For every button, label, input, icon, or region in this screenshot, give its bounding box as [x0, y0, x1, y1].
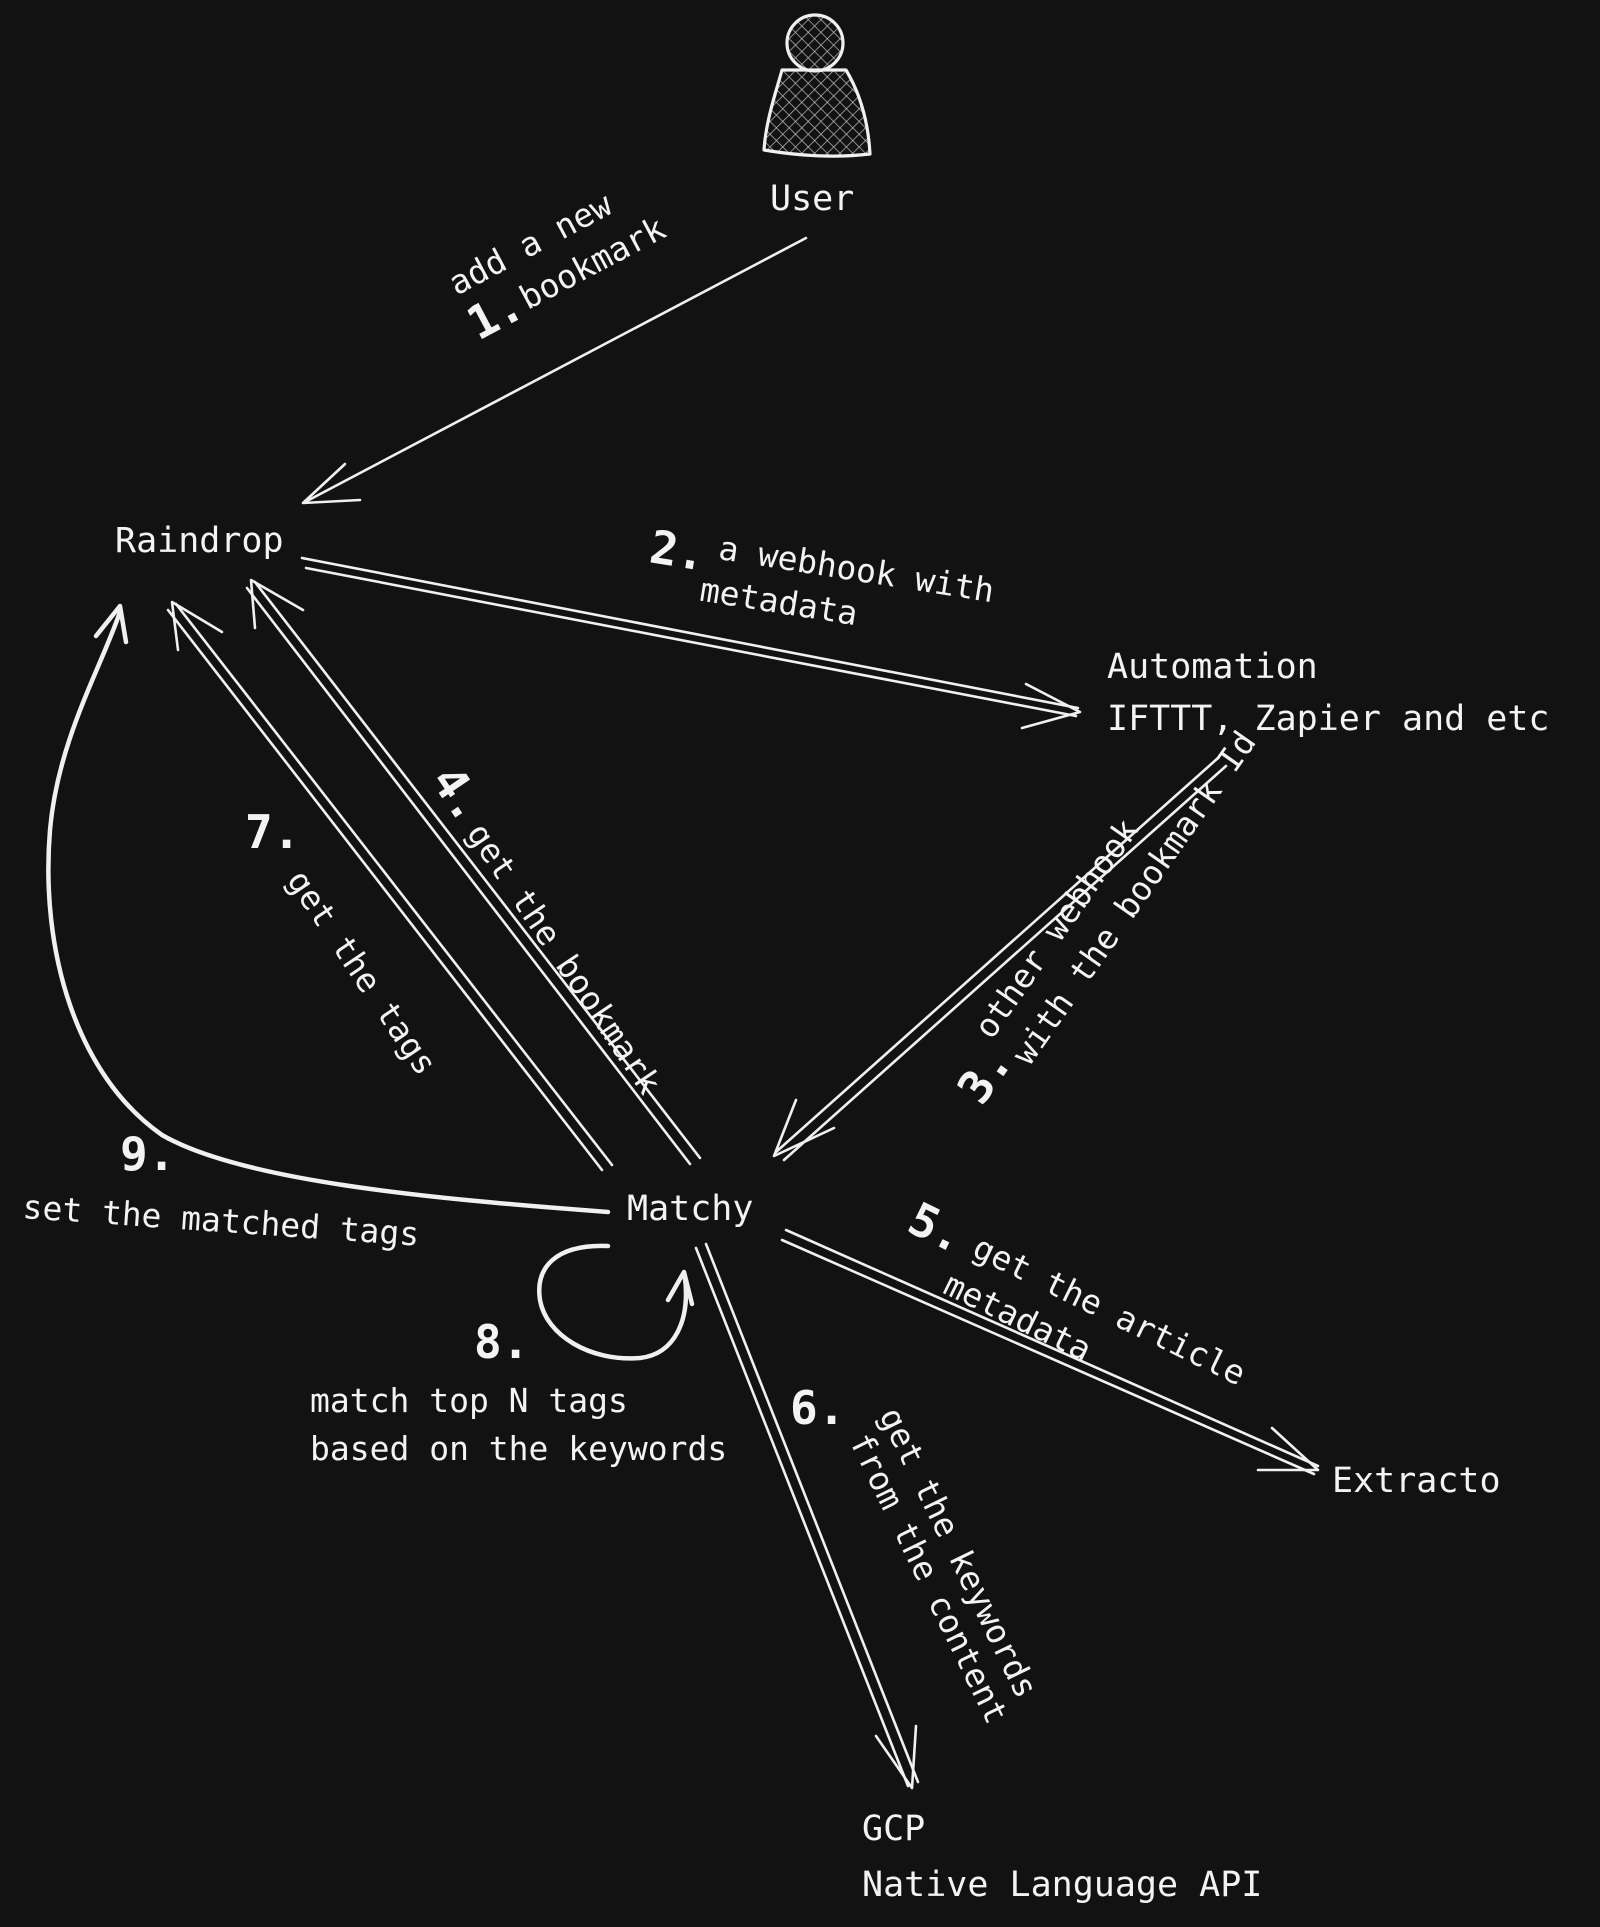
step-8-line-1: match top N tags	[310, 1381, 628, 1420]
step-3-line-2: with the bookmark Id	[1004, 724, 1264, 1072]
step-7-label: 7. get the tags	[245, 805, 445, 1082]
step-9-number: 9.	[120, 1127, 175, 1181]
node-matchy: Matchy	[627, 1189, 753, 1229]
step-4-label: 4. get the bookmark	[421, 756, 669, 1101]
edge-matchy-self-loop	[537, 1243, 695, 1361]
step-6-number: 6.	[790, 1381, 845, 1435]
step-7-line-1: get the tags	[279, 863, 445, 1082]
step-7-number: 7.	[245, 805, 300, 859]
node-gcp-title: GCP	[862, 1809, 925, 1849]
edge-matchy-to-gcp	[694, 1242, 920, 1790]
step-9-label: 9. set the matched tags	[21, 1127, 420, 1254]
user-icon	[762, 13, 872, 158]
node-gcp-subtitle: Native Language API	[862, 1865, 1262, 1905]
step-3-label: 3. other webhook with the bookmark Id	[946, 724, 1264, 1114]
node-automation-subtitle: IFTTT, Zapier and etc	[1107, 699, 1550, 739]
step-5-number: 5.	[900, 1191, 973, 1264]
step-1-label: 1. add a new bookmark	[442, 185, 672, 351]
step-4-line-1: get the bookmark	[459, 816, 669, 1101]
node-user: User	[770, 179, 854, 219]
node-extracto: Extracto	[1332, 1461, 1501, 1501]
edge-user-to-raindrop	[301, 236, 808, 505]
node-raindrop: Raindrop	[115, 521, 284, 561]
step-9-line-1: set the matched tags	[21, 1187, 420, 1254]
edge-matchy-to-raindrop-4	[245, 578, 702, 1166]
edge-raindrop-to-automation	[300, 556, 1082, 730]
step-8-line-2: based on the keywords	[310, 1429, 727, 1468]
node-automation-title: Automation	[1107, 647, 1318, 687]
edge-automation-to-matchy	[772, 756, 1228, 1162]
edge-matchy-to-raindrop-9	[46, 603, 611, 1215]
step-8-label: 8. match top N tags based on the keyword…	[310, 1315, 727, 1468]
edge-matchy-to-extracto	[780, 1228, 1320, 1476]
step-8-number: 8.	[474, 1315, 529, 1369]
step-2-number: 2.	[646, 520, 709, 582]
step-5-label: 5. get the article metadata	[900, 1191, 1252, 1393]
edge-matchy-to-raindrop-7	[166, 600, 614, 1172]
